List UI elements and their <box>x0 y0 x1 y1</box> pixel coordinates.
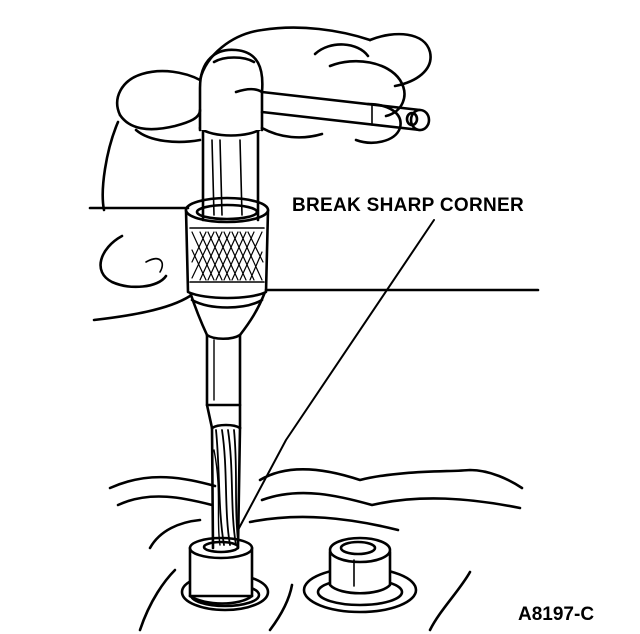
figure-id: A8197-C <box>518 604 595 625</box>
callout-leader <box>237 219 435 531</box>
bushing-left <box>180 536 270 612</box>
callout-label: BREAK SHARP CORNER <box>292 195 525 216</box>
casting-surface <box>108 468 524 632</box>
bushing-right <box>302 536 418 614</box>
chuck-cone <box>188 290 267 341</box>
tap-wrench-handle <box>260 90 431 132</box>
reamer-shank <box>205 333 242 430</box>
hand <box>88 26 540 322</box>
tap-wrench-body <box>198 126 264 222</box>
knurl-pattern <box>191 231 264 281</box>
tap-wrench-head <box>198 48 264 132</box>
